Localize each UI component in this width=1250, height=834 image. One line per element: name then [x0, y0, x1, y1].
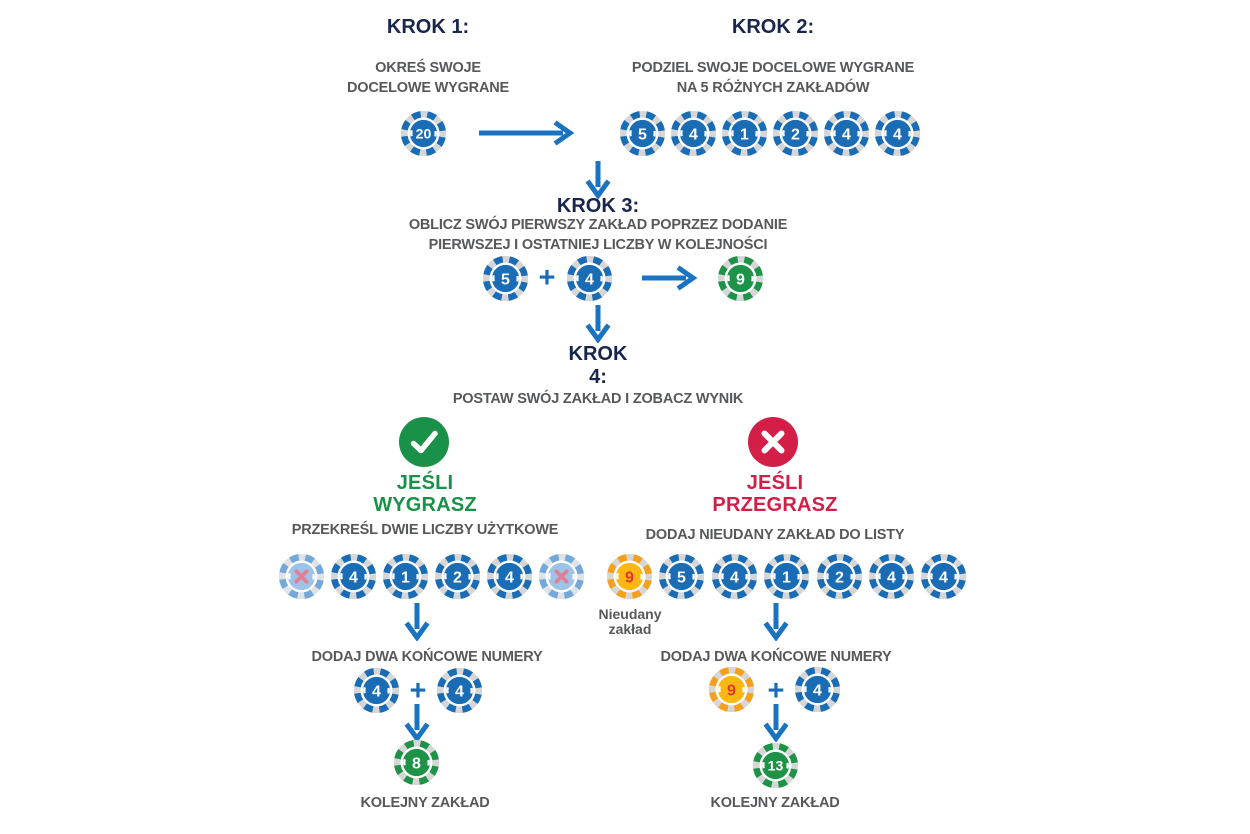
svg-text:1: 1 — [782, 569, 791, 586]
lose-operand-chip: 4 — [794, 666, 841, 718]
chip-4: 4 — [794, 666, 841, 713]
chip-4: 4 — [353, 667, 400, 714]
x-circle-icon — [748, 417, 798, 467]
lose-instruction: DODAJ NIEUDANY ZAKŁAD DO LISTY — [645, 527, 905, 543]
lose-operand-chip: 9 — [708, 666, 755, 718]
plus-sign: + — [767, 675, 785, 707]
win-result-label: KOLEJNY ZAKŁAD — [360, 795, 490, 811]
lose-result-label: KOLEJNY ZAKŁAD — [710, 795, 840, 811]
arrow-down-icon — [404, 603, 430, 641]
lose-chip-row: 9 5 4 1 2 4 4 — [606, 553, 967, 600]
chip-1: 1 — [721, 110, 768, 157]
chip-4: 4 — [711, 553, 758, 600]
step1-subtitle: OKREŚ SWOJE DOCELOWE WYGRANE — [347, 60, 509, 96]
chip-4: 4 — [874, 110, 921, 157]
win-add-label: DODAJ DWA KOŃCOWE NUMERY — [311, 649, 543, 665]
step2-chip-row: 5 4 1 2 4 4 — [619, 110, 921, 157]
svg-text:9: 9 — [736, 271, 745, 288]
plus-sign: + — [538, 262, 556, 294]
lose-add-label: DODAJ DWA KOŃCOWE NUMERY — [660, 649, 892, 665]
svg-text:4: 4 — [939, 569, 948, 586]
svg-text:13: 13 — [768, 758, 784, 774]
chip-1: 1 — [382, 553, 429, 600]
chip-4: 4 — [823, 110, 870, 157]
chip-9: 9 — [717, 255, 764, 302]
svg-text:9: 9 — [727, 682, 736, 699]
svg-text:4: 4 — [505, 569, 514, 586]
win-heading: JEŚLI WYGRASZ — [373, 472, 477, 516]
arrow-down-icon — [763, 704, 789, 742]
svg-text:1: 1 — [740, 126, 749, 143]
svg-text:4: 4 — [689, 126, 698, 143]
chip-1: 1 — [763, 553, 810, 600]
chip-4: 4 — [868, 553, 915, 600]
step3-subtitle: OBLICZ SWÓJ PIERWSZY ZAKŁAD POPRZEZ DODA… — [408, 217, 788, 253]
chip-5: 5 — [658, 553, 705, 600]
svg-text:4: 4 — [455, 683, 464, 700]
step1-title: KROK 1: — [386, 16, 470, 38]
svg-text:4: 4 — [372, 683, 381, 700]
svg-text:4: 4 — [887, 569, 896, 586]
step3-last-chip: 4 — [566, 255, 613, 307]
chip-5: 5 — [619, 110, 666, 157]
step4-title: KROK 4: — [568, 343, 628, 388]
svg-text:4: 4 — [349, 569, 358, 586]
svg-text:4: 4 — [842, 126, 851, 143]
chip-20: 20 — [400, 110, 447, 157]
lose-heading: JEŚLI PRZEGRASZ — [712, 472, 838, 516]
svg-text:5: 5 — [501, 271, 510, 288]
check-circle-icon — [399, 417, 449, 467]
arrow-right-icon — [642, 265, 698, 291]
win-chip-row: 4 1 2 4 — [278, 553, 585, 600]
svg-text:5: 5 — [677, 569, 686, 586]
chip-4: 4 — [486, 553, 533, 600]
plus-sign: + — [409, 675, 427, 707]
step4-subtitle: POSTAW SWÓJ ZAKŁAD I ZOBACZ WYNIK — [452, 391, 744, 407]
chip-9: 9 — [708, 666, 755, 713]
chip-crossed — [538, 553, 585, 600]
win-operand-chip: 4 — [436, 667, 483, 719]
chip-13: 13 — [752, 742, 799, 789]
failed-bet-label: Nieudany zakład — [598, 606, 662, 637]
svg-text:8: 8 — [412, 755, 421, 772]
svg-text:9: 9 — [625, 569, 634, 586]
chip-4: 4 — [670, 110, 717, 157]
step3-first-chip: 5 — [482, 255, 529, 307]
svg-text:4: 4 — [585, 271, 594, 288]
svg-text:5: 5 — [638, 126, 647, 143]
chip-4: 4 — [920, 553, 967, 600]
chip-9: 9 — [606, 553, 653, 600]
win-result-chip: 8 — [393, 739, 440, 791]
step1-target-chip: 20 — [400, 110, 447, 162]
win-instruction: PRZEKREŚL DWIE LICZBY UŻYTKOWE — [291, 522, 559, 538]
svg-text:2: 2 — [791, 126, 800, 143]
arrow-down-icon — [585, 161, 611, 199]
arrow-down-icon — [585, 305, 611, 343]
svg-text:2: 2 — [835, 569, 844, 586]
step2-title: KROK 2: — [731, 16, 815, 38]
chip-4: 4 — [330, 553, 377, 600]
svg-text:2: 2 — [453, 569, 462, 586]
svg-text:1: 1 — [401, 569, 410, 586]
step3-result-chip: 9 — [717, 255, 764, 307]
chip-crossed — [278, 553, 325, 600]
chip-4: 4 — [566, 255, 613, 302]
chip-2: 2 — [816, 553, 863, 600]
svg-text:4: 4 — [893, 126, 902, 143]
lose-result-chip: 13 — [752, 742, 799, 794]
step3-title: KROK 3: — [556, 195, 640, 217]
win-operand-chip: 4 — [353, 667, 400, 719]
chip-2: 2 — [772, 110, 819, 157]
svg-text:4: 4 — [813, 682, 822, 699]
step2-subtitle: PODZIEL SWOJE DOCELOWE WYGRANE NA 5 RÓŻN… — [631, 60, 915, 96]
chip-8: 8 — [393, 739, 440, 786]
arrow-down-icon — [763, 603, 789, 641]
arrow-down-icon — [404, 704, 430, 742]
chip-5: 5 — [482, 255, 529, 302]
chip-2: 2 — [434, 553, 481, 600]
svg-text:4: 4 — [730, 569, 739, 586]
chip-4: 4 — [436, 667, 483, 714]
arrow-right-icon — [479, 120, 575, 146]
svg-text:20: 20 — [416, 126, 432, 142]
